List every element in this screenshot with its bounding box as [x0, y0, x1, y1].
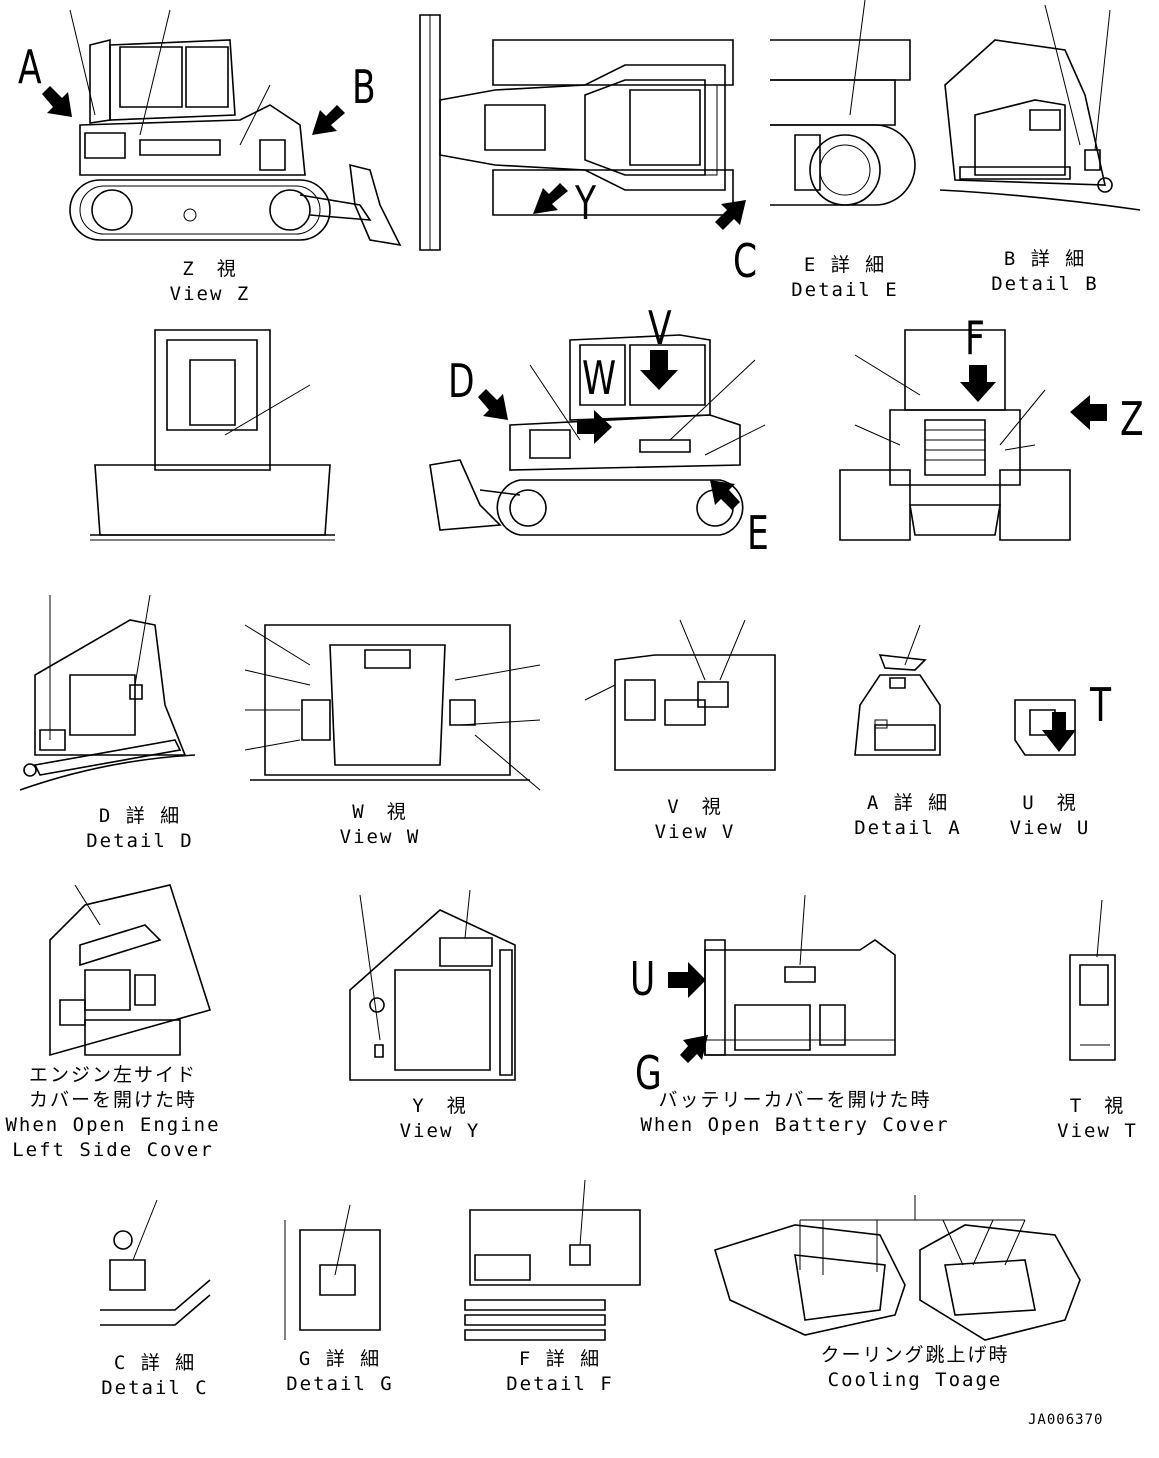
caption-view-z: Z 視 View Z: [150, 257, 270, 307]
caption-engine-cover: エンジン左サイド カバーを開けた時 When Open Engine Left …: [0, 1063, 226, 1163]
letter-c: C: [733, 234, 758, 288]
view-y-drawing: [345, 890, 525, 1085]
caption-view-u-jp: U 視: [1022, 792, 1078, 814]
caption-cooling-en: Cooling Toage: [827, 1369, 1003, 1391]
caption-detail-a-en: Detail A: [854, 817, 962, 839]
drawing-code: JA006370: [1028, 1412, 1104, 1428]
caption-battery-cover-en: When Open Battery Cover: [640, 1114, 950, 1136]
view-z-drawing: [70, 5, 410, 250]
caption-detail-d-jp: D 詳 細: [98, 805, 182, 827]
front-view-drawing: [85, 325, 340, 550]
side-view-drawing: [420, 330, 770, 560]
caption-view-v-en: View V: [654, 821, 736, 843]
letter-u: U: [630, 952, 656, 1006]
detail-g-drawing: [280, 1200, 390, 1345]
cooling-drawing: [705, 1190, 1095, 1360]
view-t-drawing: [1065, 895, 1125, 1070]
caption-view-w: W 視 View W: [320, 800, 440, 850]
caption-detail-e: E 詳 細 Detail E: [780, 253, 910, 303]
caption-detail-b: B 詳 細 Detail B: [980, 247, 1110, 297]
letter-d: D: [448, 354, 475, 408]
caption-detail-c: C 詳 細 Detail C: [90, 1351, 220, 1401]
letter-b: B: [352, 60, 376, 114]
letter-z: Z: [1120, 392, 1144, 446]
detail-d-drawing: [15, 595, 200, 800]
caption-view-z-en: View Z: [169, 283, 251, 305]
detail-e-drawing: [765, 0, 915, 215]
caption-engine-cover-en1: When Open Engine: [5, 1114, 221, 1136]
caption-engine-cover-jp1: エンジン左サイド: [28, 1064, 197, 1086]
caption-view-y-jp: Y 視: [412, 1095, 468, 1117]
arrow-w-icon: [577, 410, 612, 444]
caption-cooling-jp: クーリング跳上げ時: [820, 1344, 1010, 1366]
caption-view-t-jp: T 視: [1069, 1095, 1126, 1117]
letter-a: A: [18, 40, 42, 94]
arrow-z-icon: [1070, 395, 1107, 430]
letter-y: Y: [575, 176, 597, 230]
caption-detail-c-en: Detail C: [101, 1377, 209, 1399]
caption-detail-c-jp: C 詳 細: [113, 1352, 197, 1374]
arrow-a-icon: [42, 86, 72, 117]
letter-w: W: [582, 351, 617, 405]
caption-detail-d: D 詳 細 Detail D: [75, 804, 205, 854]
caption-view-t: T 視 View T: [1040, 1094, 1155, 1144]
caption-view-w-jp: W 視: [352, 801, 408, 823]
caption-view-z-jp: Z 視: [182, 258, 238, 280]
battery-cover-drawing: [680, 895, 905, 1065]
engine-cover-drawing: [45, 880, 215, 1065]
arrow-v-icon: [640, 350, 678, 390]
letter-v: V: [648, 301, 672, 355]
caption-battery-cover-jp: バッテリーカバーを開けた時: [658, 1089, 932, 1111]
arrow-y-icon: [533, 183, 568, 214]
arrow-g-icon: [680, 1035, 708, 1063]
letter-g: G: [635, 1046, 662, 1100]
caption-battery-cover: バッテリーカバーを開けた時 When Open Battery Cover: [625, 1088, 965, 1138]
rear-view-drawing: [830, 320, 1080, 545]
letter-f: F: [965, 311, 985, 365]
arrow-c-icon: [715, 200, 746, 230]
caption-detail-e-en: Detail E: [791, 279, 899, 301]
caption-engine-cover-jp2: カバーを開けた時: [28, 1089, 197, 1111]
caption-view-w-en: View W: [339, 826, 421, 848]
caption-view-u: U 視 View U: [990, 791, 1110, 841]
caption-view-u-en: View U: [1009, 817, 1091, 839]
arrow-e-icon: [710, 480, 740, 510]
detail-c-drawing: [95, 1195, 215, 1345]
caption-view-v: V 視 View V: [635, 795, 755, 845]
caption-view-y: Y 視 View Y: [380, 1094, 500, 1144]
caption-detail-g-jp: G 詳 細: [298, 1348, 382, 1370]
letter-e: E: [747, 506, 769, 560]
caption-view-y-en: View Y: [399, 1120, 481, 1142]
arrow-u-icon: [668, 962, 706, 998]
arrow-d-icon: [478, 389, 508, 420]
caption-view-t-en: View T: [1057, 1120, 1138, 1142]
caption-detail-g: G 詳 細 Detail G: [275, 1347, 405, 1397]
caption-detail-f-en: Detail F: [506, 1373, 614, 1395]
caption-detail-f: F 詳 細 Detail F: [495, 1347, 625, 1397]
caption-detail-f-jp: F 詳 細: [518, 1348, 602, 1370]
caption-detail-g-en: Detail G: [286, 1373, 394, 1395]
detail-a-drawing: [850, 620, 950, 760]
caption-detail-b-en: Detail B: [991, 273, 1099, 295]
caption-cooling: クーリング跳上げ時 Cooling Toage: [805, 1343, 1025, 1393]
caption-engine-cover-en2: Left Side Cover: [12, 1139, 214, 1161]
caption-detail-a: A 詳 細 Detail A: [843, 791, 973, 841]
caption-view-v-jp: V 視: [667, 796, 723, 818]
letter-t: T: [1090, 678, 1112, 732]
arrow-t-icon: [1042, 712, 1076, 752]
caption-detail-b-jp: B 詳 細: [1003, 248, 1087, 270]
caption-detail-e-jp: E 詳 細: [803, 254, 887, 276]
caption-detail-d-en: Detail D: [86, 830, 194, 852]
arrow-f-icon: [960, 365, 996, 402]
detail-f-drawing: [460, 1180, 650, 1345]
detail-b-drawing: [935, 5, 1145, 220]
caption-detail-a-jp: A 詳 細: [866, 792, 950, 814]
view-w-drawing: [240, 615, 545, 795]
top-plan-drawing: [415, 10, 745, 255]
arrow-b-icon: [312, 105, 345, 135]
view-v-drawing: [580, 620, 790, 775]
